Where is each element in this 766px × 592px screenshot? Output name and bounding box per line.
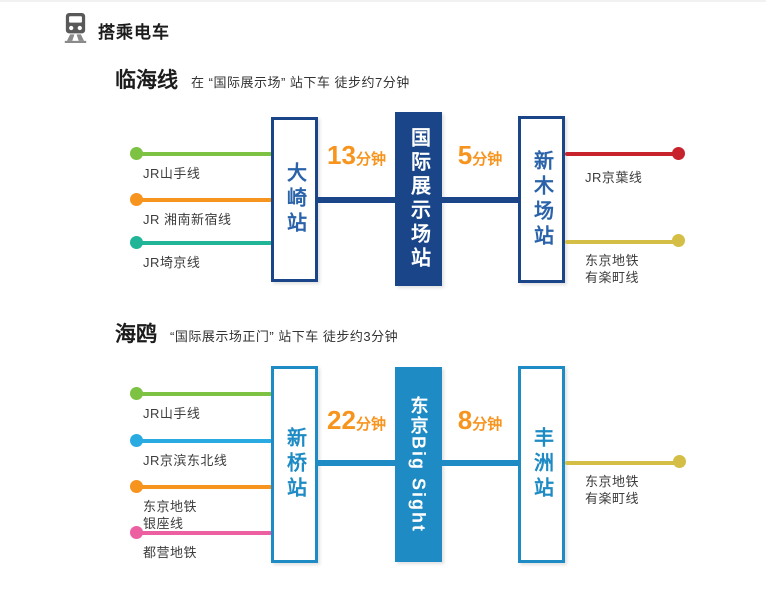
travel-time-value: 22: [327, 405, 356, 435]
line-dot-keiyo: [672, 147, 685, 160]
travel-time-value: 8: [457, 405, 473, 435]
line-bar-shonan-shinjuku: [136, 198, 272, 202]
station-box-kokusai-tenjijo: 国际展示场站: [395, 112, 442, 286]
line-label-yamanote: JR山手线: [143, 166, 201, 181]
travel-time-value: 13: [327, 140, 356, 170]
station-name-shimbashi: 新桥站: [283, 427, 306, 502]
line-bar-keiyo: [565, 152, 678, 156]
line-dot-yurakucho-2: [673, 455, 686, 468]
travel-time-value: 5: [457, 140, 473, 170]
line-label-yurakucho: 有楽町线: [585, 270, 640, 285]
line-dot-yurakucho: [672, 234, 685, 247]
line-bar-saikyo: [136, 241, 272, 245]
station-box-shimbashi: 新桥站: [271, 366, 318, 563]
connector-osaki-kokusai: [318, 197, 395, 203]
travel-time-unit: 分钟: [472, 416, 503, 433]
line-label-keiyo: JR京葉线: [585, 170, 643, 185]
line-name-rinkai: 临海线: [115, 69, 178, 92]
line-label-yurakucho-2: 有楽町线: [585, 491, 640, 506]
station-name-toyosu: 丰洲站: [530, 427, 553, 502]
station-name-tokyo-big-sight: 东京Big Sight: [408, 396, 429, 533]
page-title: 搭乘电车: [98, 23, 170, 42]
station-name-osaki: 大崎站: [283, 162, 306, 237]
travel-time-bigsight-toyosu: 8分钟: [442, 405, 518, 436]
line-instructions-rinkai: 在 “国际展示场” 站下车 徒步约7分钟: [191, 75, 410, 90]
connector-kokusai-shinkiba: [442, 197, 518, 203]
station-box-shinkiba: 新木场站: [518, 116, 565, 283]
line-label-tokyo-metro-3: 东京地铁: [585, 474, 640, 489]
page-header: 搭乘电车: [62, 13, 170, 48]
station-box-toyosu: 丰洲站: [518, 366, 565, 563]
station-name-shinkiba: 新木场站: [530, 149, 553, 250]
train-icon: [62, 13, 89, 48]
travel-time-shimbashi-bigsight: 22分钟: [318, 405, 395, 436]
line-bar-ginza: [136, 485, 272, 489]
station-box-tokyo-big-sight: 东京Big Sight: [395, 367, 442, 562]
connector-bigsight-toyosu: [442, 460, 518, 466]
line-bar-toei: [136, 531, 272, 535]
line-instructions-yurikamome: “国际展示场正门” 站下车 徒步约3分钟: [170, 329, 399, 344]
line-bar-yamanote: [136, 152, 272, 156]
line-label-keihin-tohoku: JR京滨东北线: [143, 453, 228, 468]
line-label-tokyo-metro-2: 东京地铁: [143, 499, 198, 514]
line-label-saikyo: JR埼京线: [143, 255, 201, 270]
line-label-yamanote-2: JR山手线: [143, 406, 201, 421]
travel-time-unit: 分钟: [472, 151, 503, 168]
line-bar-yurakucho: [565, 240, 678, 244]
line-label-tokyo-metro: 东京地铁: [585, 253, 640, 268]
line-bar-yamanote-2: [136, 392, 272, 396]
line-name-yurikamome: 海鸥: [115, 323, 157, 346]
station-box-osaki: 大崎站: [271, 117, 318, 282]
section-yurikamome-title: 海鸥 “国际展示场正门” 站下车 徒步约3分钟: [115, 318, 398, 348]
line-label-ginza: 银座线: [143, 516, 184, 531]
line-label-toei: 都营地铁: [143, 545, 198, 560]
connector-shimbashi-bigsight: [318, 460, 395, 466]
line-label-shonan-shinjuku: JR 湘南新宿线: [143, 212, 232, 227]
travel-time-osaki-kokusai: 13分钟: [318, 140, 395, 171]
travel-time-kokusai-shinkiba: 5分钟: [442, 140, 518, 171]
page-top-edge: [0, 0, 766, 2]
station-name-kokusai-tenjijo: 国际展示场站: [407, 127, 430, 271]
line-bar-keihin-tohoku: [136, 439, 272, 443]
travel-time-unit: 分钟: [355, 151, 386, 168]
travel-time-unit: 分钟: [355, 416, 386, 433]
line-bar-yurakucho-2: [565, 461, 680, 465]
section-rinkai-title: 临海线 在 “国际展示场” 站下车 徒步约7分钟: [115, 64, 410, 94]
